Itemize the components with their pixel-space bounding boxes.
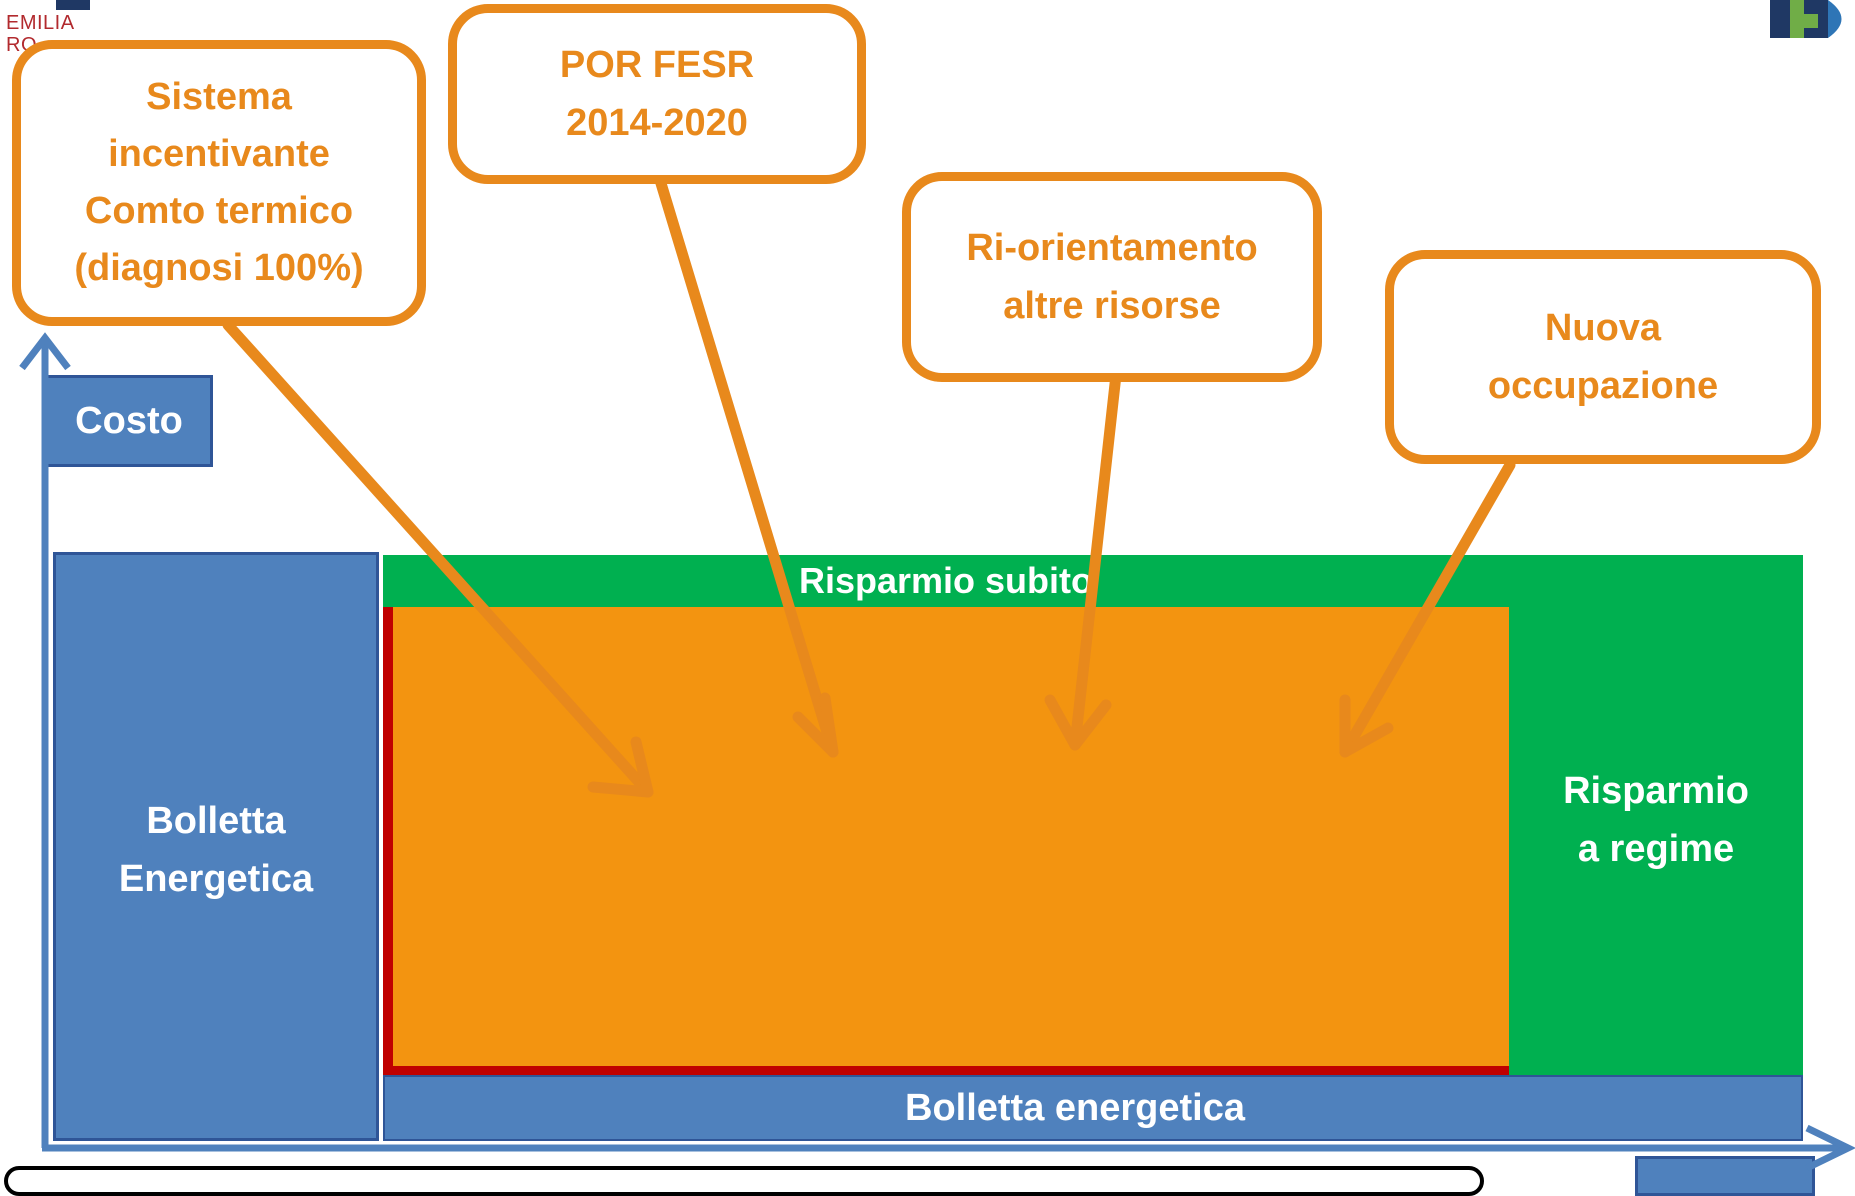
callout-incentive-line3: Comto termico	[84, 190, 354, 232]
bill-before-label-line2: Energetica	[118, 858, 314, 900]
callout-incentive: Sistema incentivante Comto termico (diag…	[12, 40, 426, 326]
saving-full-block	[1509, 555, 1803, 1075]
saving-full-label-line1: Risparmio	[1563, 770, 1749, 812]
logo-text-line1: EMILIA	[6, 12, 75, 34]
callout-por-fesr: POR FESR 2014-2020	[448, 4, 866, 184]
red-edge-bottom	[383, 1066, 1509, 1076]
bill-after-label: Bolletta energetica	[905, 1086, 1245, 1129]
callout-reorientation-line2: altre risorse	[1003, 285, 1221, 327]
saving-immediate-label: Risparmio subito	[798, 560, 1094, 601]
callout-reorientation: Ri-orientamento altre risorse	[902, 172, 1322, 382]
callout-employment: Nuova occupazione	[1385, 250, 1821, 464]
y-axis-label: Costo	[75, 399, 183, 442]
saving-full-label: Risparmio a regime	[1509, 755, 1803, 885]
callout-employment-line2: occupazione	[1487, 365, 1719, 407]
saving-immediate-bar	[383, 555, 1509, 607]
callout-incentive-line4: (diagnosi 100%)	[74, 247, 364, 289]
saving-full-label-line2: a regime	[1577, 828, 1735, 870]
callout-reorientation-line1: Ri-orientamento	[966, 227, 1258, 269]
callout-por-fesr-line2: 2014-2020	[566, 102, 748, 144]
red-edge-left	[383, 607, 393, 1072]
investment-area	[388, 607, 1509, 1072]
logo-mark	[56, 0, 90, 10]
callout-employment-line1: Nuova	[1544, 307, 1662, 349]
bill-before-label-line1: Bolletta	[146, 800, 286, 842]
callout-por-fesr-line1: POR FESR	[559, 44, 755, 86]
bill-before-block	[53, 552, 379, 1141]
bill-before-label: Bolletta Energetica	[53, 780, 379, 920]
callout-incentive-line2: incentivante	[108, 133, 330, 175]
callout-incentive-line1: Sistema	[146, 76, 292, 118]
y-axis-label-box	[45, 375, 213, 467]
partner-logo-icon	[1768, 0, 1855, 40]
bill-after-bar	[383, 1075, 1803, 1141]
